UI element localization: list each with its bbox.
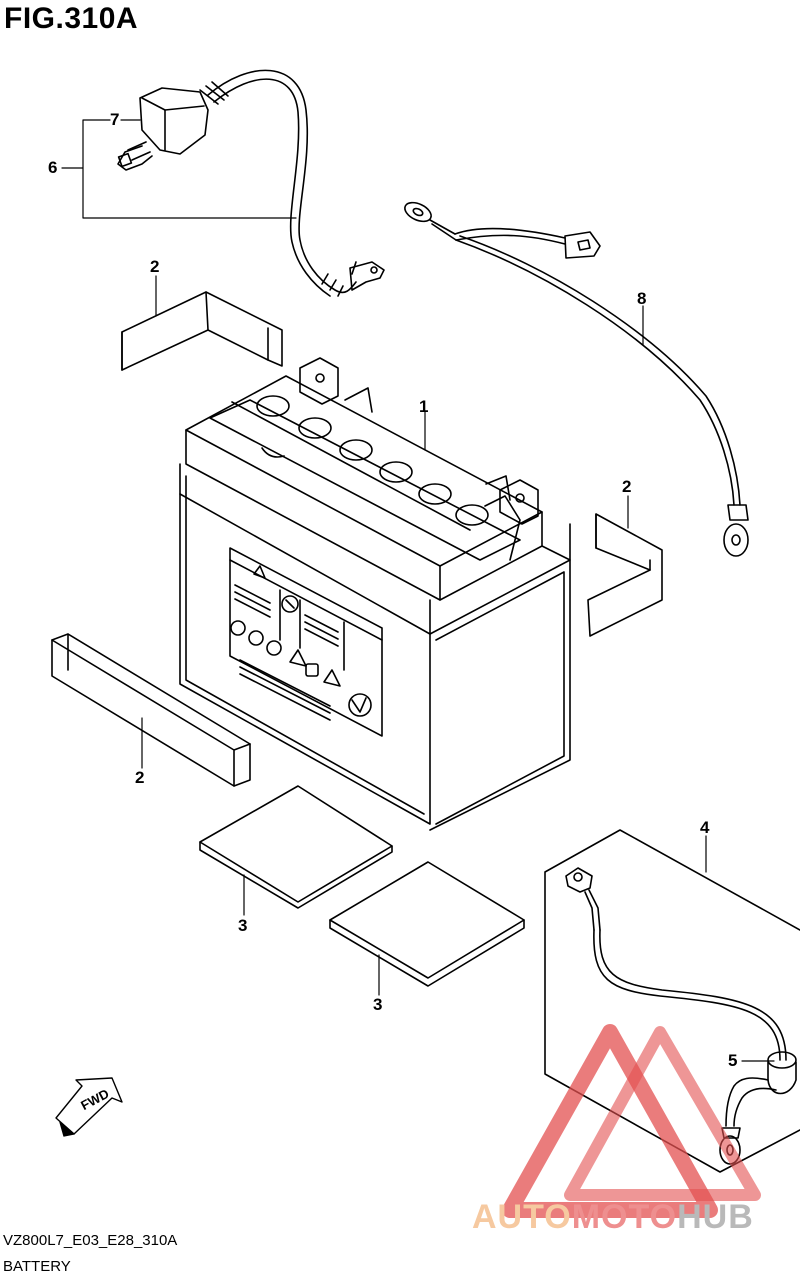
callout-8: 8 xyxy=(637,289,647,308)
pad-left xyxy=(51,633,251,787)
callout-2-top: 2 xyxy=(150,257,160,276)
callout-2-right: 2 xyxy=(622,477,632,496)
negative-cable xyxy=(565,867,797,1165)
leader-lines xyxy=(61,119,775,1062)
watermark-part-1: AUTO xyxy=(472,1198,572,1236)
pad-top xyxy=(121,291,283,371)
lead-wire xyxy=(404,201,749,557)
fwd-arrow-icon xyxy=(55,1077,123,1137)
callout-3-lower: 3 xyxy=(373,995,383,1014)
sheet-upper xyxy=(199,785,393,909)
callout-1: 1 xyxy=(419,397,429,416)
negative-cable-box xyxy=(544,829,800,1173)
watermark-part-2: MOTO xyxy=(571,1198,678,1236)
callout-2-left: 2 xyxy=(135,768,145,787)
diagram-name: BATTERY xyxy=(3,1258,71,1275)
watermark-logo-icon xyxy=(502,1024,761,1218)
positive-cable xyxy=(199,69,385,297)
callout-4: 4 xyxy=(700,818,710,837)
pad-right xyxy=(587,513,663,637)
diagram-code: VZ800L7_E03_E28_310A xyxy=(3,1232,178,1249)
callout-7: 7 xyxy=(110,110,120,129)
callout-3-upper: 3 xyxy=(238,916,248,935)
terminal-boot xyxy=(117,87,209,171)
watermark-part-3: HUB xyxy=(677,1198,754,1236)
sheet-lower xyxy=(329,861,525,987)
battery xyxy=(179,357,571,831)
callout-6: 6 xyxy=(48,158,58,177)
callout-5: 5 xyxy=(728,1051,738,1070)
figure-title: FIG.310A xyxy=(4,2,139,35)
watermark-text: AUTOMOTOHUB xyxy=(472,1198,754,1237)
